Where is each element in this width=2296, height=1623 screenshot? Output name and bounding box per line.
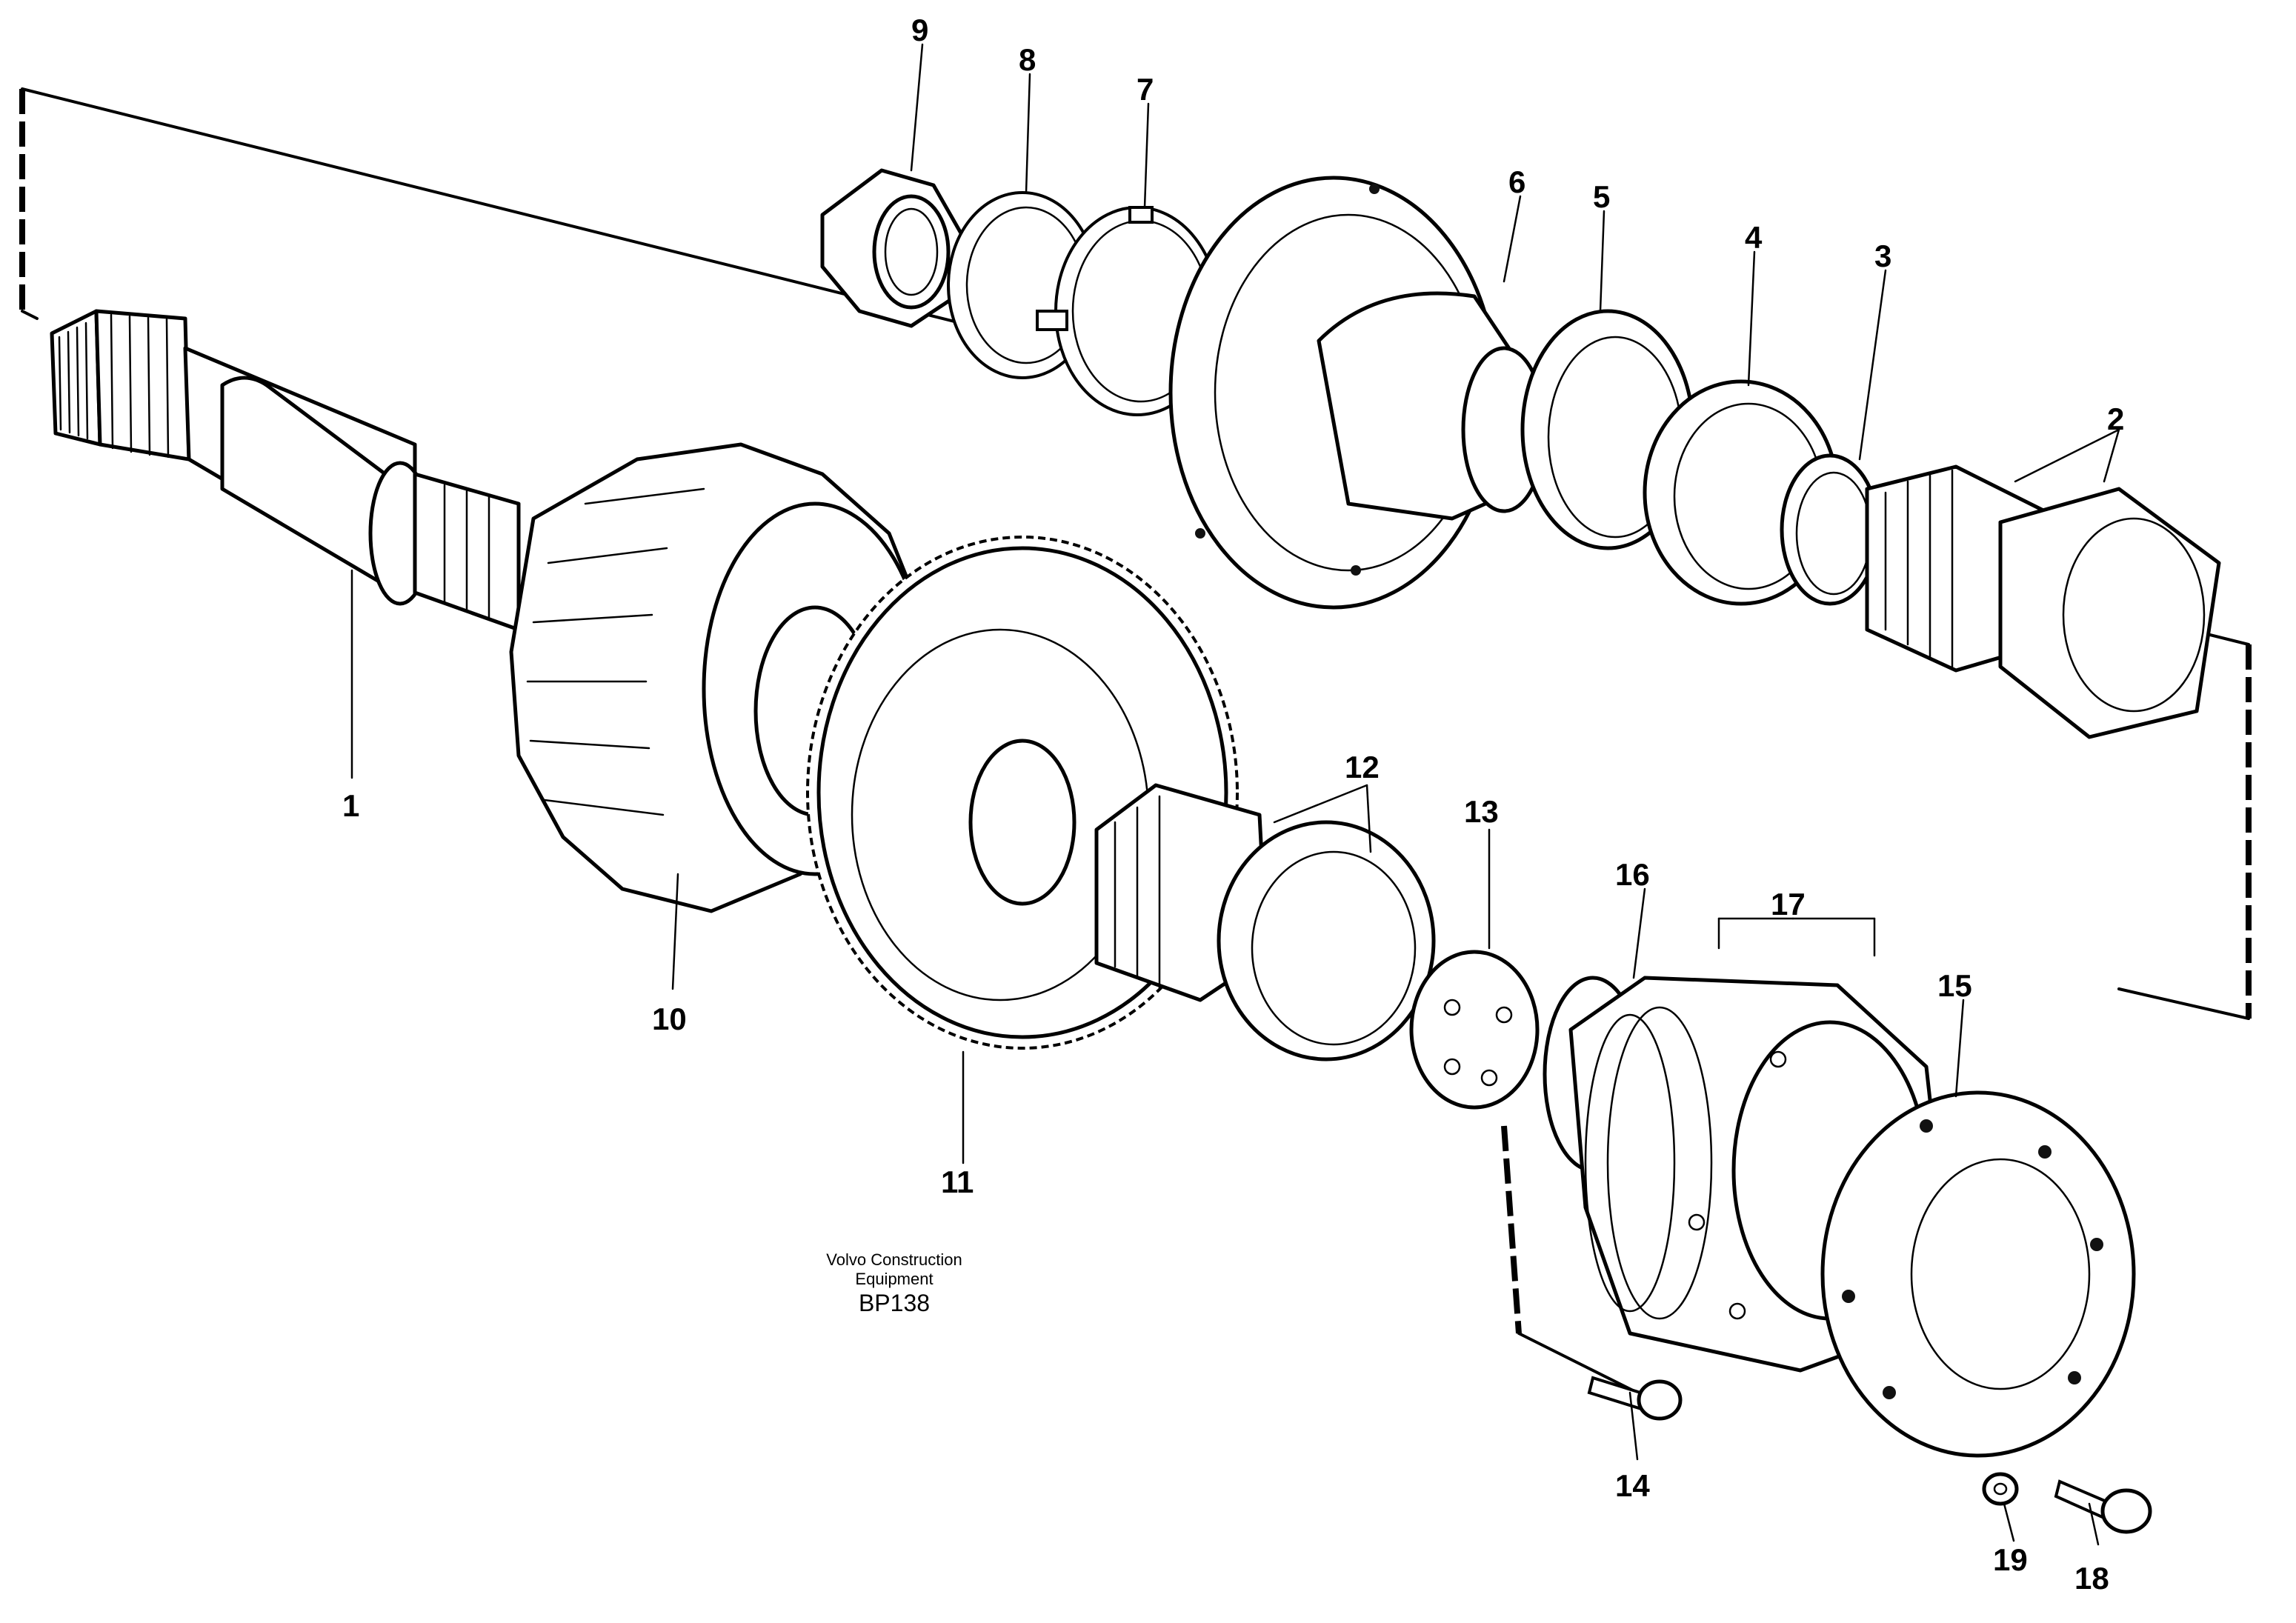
diagram-code: BP138 <box>859 1290 930 1316</box>
callout-18: 18 <box>2074 1561 2109 1596</box>
part-3-spacer-ring <box>1780 453 1880 606</box>
callout-16: 16 <box>1615 857 1650 892</box>
part-18-bolt <box>2054 1479 2152 1534</box>
callout-13: 13 <box>1464 794 1499 829</box>
part-12-bearing <box>1094 783 1436 1062</box>
callout-10: 10 <box>652 1002 687 1036</box>
part-14-bolt <box>1587 1376 1683 1421</box>
callout-17: 17 <box>1771 887 1806 922</box>
callout-19: 19 <box>1993 1542 2028 1577</box>
part-19-washer <box>1982 1472 2019 1506</box>
part-9-nut <box>820 168 965 328</box>
part-2-bearing <box>1865 464 2221 739</box>
callout-15: 15 <box>1937 968 1972 1003</box>
diagram-caption: Volvo Construction Equipment BP138 <box>826 1250 962 1316</box>
callout-7: 7 <box>1137 72 1154 107</box>
callout-12: 12 <box>1345 750 1380 784</box>
part-1-shaft <box>50 309 521 632</box>
leader-lines <box>350 43 2120 1546</box>
callout-11: 11 <box>941 1164 974 1199</box>
callout-9: 9 <box>911 13 928 47</box>
callout-2: 2 <box>2107 401 2124 436</box>
part-13-plate <box>1409 950 1540 1110</box>
part-6-flange-housing <box>1168 176 1547 610</box>
callouts: 1 2 3 4 5 6 7 8 9 10 11 12 13 14 15 16 1… <box>342 13 2124 1596</box>
callout-6: 6 <box>1508 164 1525 199</box>
callout-8: 8 <box>1019 42 1036 77</box>
caption-brand: Volvo Construction <box>826 1250 962 1269</box>
callout-3: 3 <box>1874 239 1891 273</box>
caption-subtitle: Equipment <box>855 1270 933 1288</box>
callout-14: 14 <box>1615 1468 1650 1503</box>
part-15-cover <box>1820 1090 2136 1458</box>
callout-4: 4 <box>1745 220 1763 255</box>
callout-1: 1 <box>342 788 359 823</box>
callout-5: 5 <box>1593 179 1610 214</box>
